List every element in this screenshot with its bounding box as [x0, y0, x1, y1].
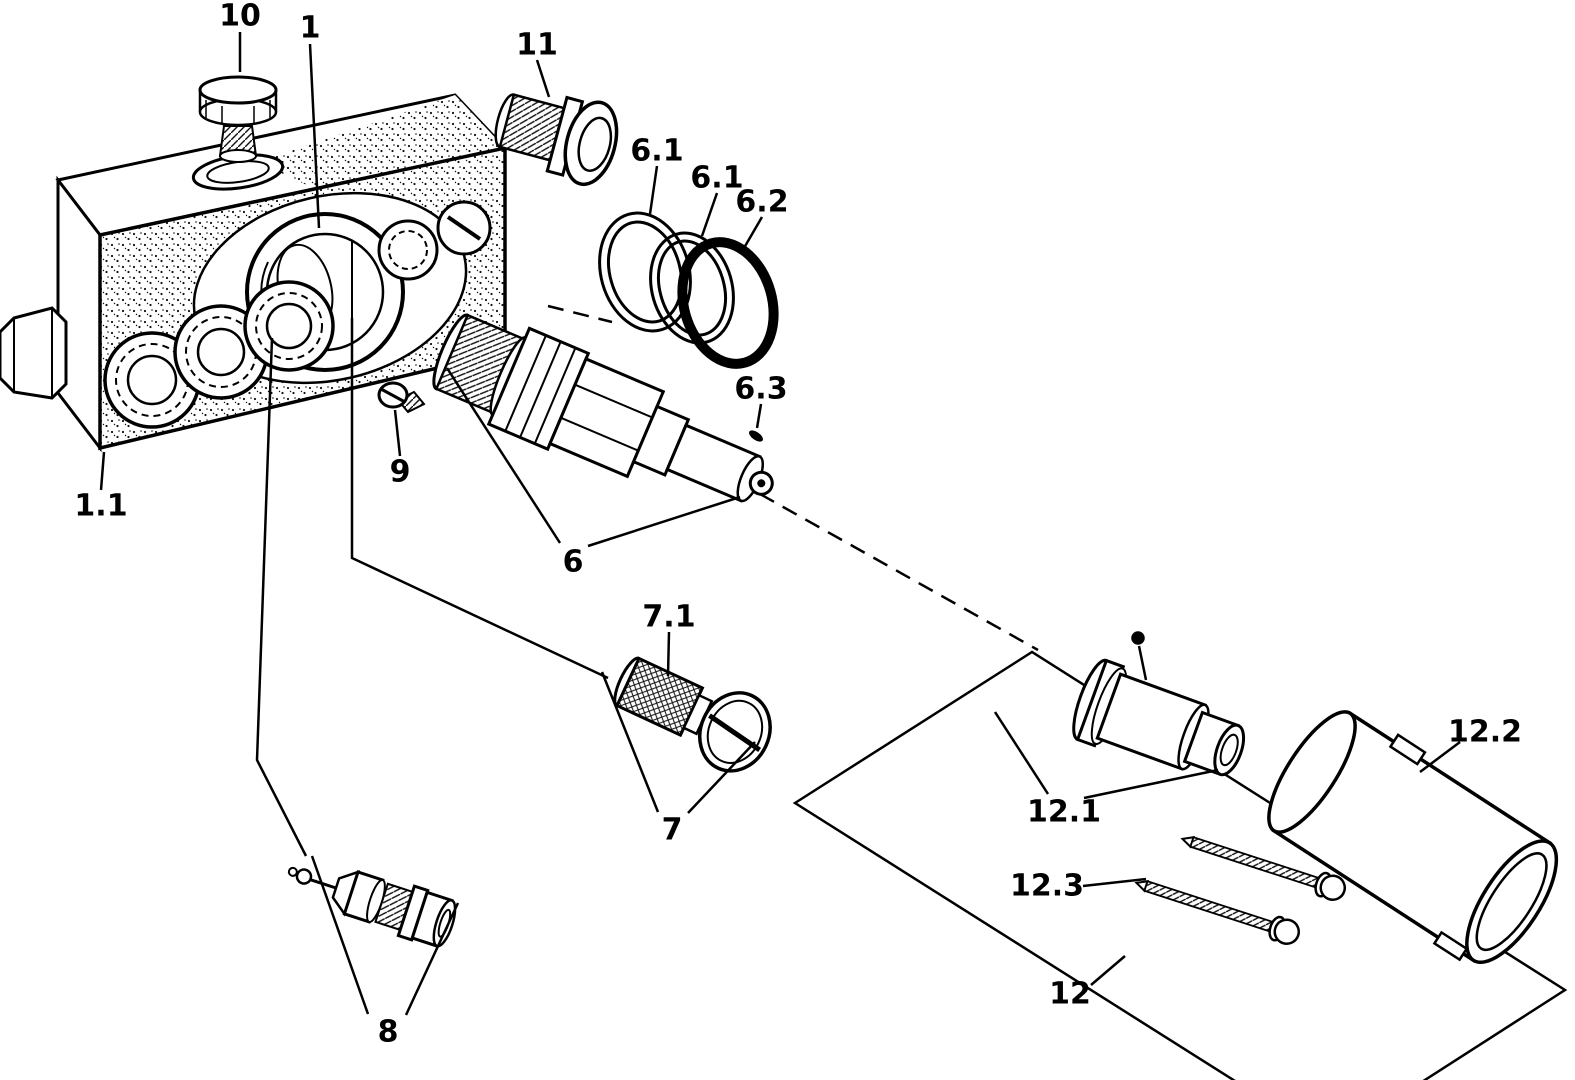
hex-fitting-body [0, 306, 68, 400]
upper-ports [377, 200, 492, 281]
callout-7: 7 [662, 813, 683, 848]
leader-6-1-a [648, 165, 659, 215]
callout-10: 10 [219, 0, 261, 34]
bracket-8-right [404, 902, 460, 1016]
callout-6-3: 6.3 [734, 372, 787, 407]
leader-9 [393, 409, 402, 457]
filler-plug [198, 75, 278, 163]
leader-6-1-b [700, 192, 719, 237]
callout-9: 9 [390, 455, 411, 490]
bracket-8-left [310, 855, 370, 1015]
callout-11: 11 [516, 28, 558, 63]
callout-12-2: 12.2 [1448, 715, 1522, 750]
valve-core [287, 866, 457, 948]
leader-12 [1090, 955, 1126, 986]
bracket-12-1-left [993, 711, 1050, 795]
bleed-screw [377, 381, 426, 414]
bracket-12-1-right [1083, 768, 1219, 800]
o-ring-6-2 [677, 237, 779, 369]
screw-12-3-b [1134, 880, 1301, 945]
leader-1 [308, 43, 321, 229]
callout-1-1: 1.1 [74, 489, 127, 524]
callout-12-1: 12.1 [1027, 795, 1101, 830]
leader-11 [535, 59, 551, 98]
retainer-pin [749, 430, 763, 442]
callout-6: 6 [563, 545, 584, 580]
hex-fitting [0, 306, 68, 400]
leader-6-2 [742, 216, 764, 249]
callout-6-2: 6.2 [735, 185, 788, 220]
manifold-block [0, 93, 508, 453]
leader-long-8 [255, 337, 308, 857]
union-fitting [494, 93, 619, 187]
callout-7-1: 7.1 [642, 600, 695, 635]
callout-1: 1 [300, 11, 321, 46]
screw-12-3-a [1180, 836, 1347, 901]
adjuster-plug [613, 656, 772, 773]
leader-6-3 [755, 403, 763, 429]
leader-long-7 [350, 318, 609, 680]
leader-12-2 [1419, 741, 1461, 773]
filler-port [191, 153, 285, 191]
callout-8: 8 [378, 1015, 399, 1050]
threaded-bores [103, 280, 335, 429]
leader-7-1 [666, 631, 671, 677]
callout-6-1-b: 6.1 [690, 161, 743, 196]
cover-sleeve [1267, 710, 1559, 965]
bracket-7-right [687, 741, 756, 814]
assembly-axis-dashed-2 [759, 492, 1039, 652]
callout-12: 12 [1049, 977, 1091, 1012]
callout-6-1-a: 6.1 [630, 134, 683, 169]
assembly-axis-dashed-1 [547, 304, 613, 324]
bracket-7-left [600, 671, 660, 813]
mounting-plate-outline [792, 650, 1568, 1080]
leader-lines [99, 32, 1461, 1016]
o-ring-6-1-b [649, 231, 735, 345]
callout-12-3: 12.3 [1010, 869, 1084, 904]
leader-1-1 [99, 451, 106, 491]
coupling-12-1 [1072, 658, 1246, 777]
bracket-6-left [445, 367, 562, 544]
leader-12-3 [1082, 877, 1147, 888]
vent-pin [1131, 631, 1148, 681]
valve-cartridge [432, 313, 774, 503]
block-top-stipple [258, 95, 505, 196]
bracket-6-right [587, 495, 741, 548]
